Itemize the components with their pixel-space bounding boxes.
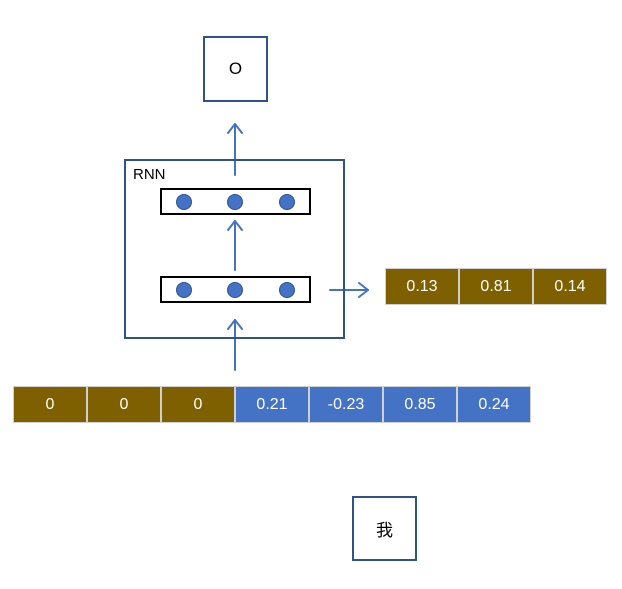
vector-cell: 0.13: [385, 268, 459, 305]
arrow-layer-bottom-to-top: [227, 220, 243, 271]
output-label: O: [228, 59, 243, 78]
neuron-node: [227, 281, 243, 298]
vector-cell: 0.81: [459, 268, 533, 305]
input-box: 我: [352, 496, 417, 561]
rnn-layer-bottom: [160, 276, 311, 303]
input-label: 我: [376, 521, 393, 541]
vector-cell: 0.85: [383, 386, 457, 423]
rnn-label: RNN: [133, 166, 166, 183]
arrow-input-to-rnn: [227, 319, 243, 371]
vector-cell: 0: [87, 386, 161, 423]
vector-cell: 0.14: [533, 268, 607, 305]
vector-cell: 0: [13, 386, 87, 423]
rnn-box: RNN: [124, 159, 345, 339]
vector-cell: 0: [161, 386, 235, 423]
neuron-node: [227, 193, 243, 210]
neuron-node: [279, 193, 295, 210]
arrow-rnn-to-hidden-vector: [329, 282, 369, 298]
rnn-layer-top: [160, 188, 311, 215]
vector-cell: -0.23: [309, 386, 383, 423]
neuron-node: [279, 281, 295, 298]
neuron-node: [176, 281, 192, 298]
arrow-rnn-to-output: [227, 123, 243, 176]
vector-cell: 0.24: [457, 386, 531, 423]
vector-cell: 0.21: [235, 386, 309, 423]
neuron-node: [176, 193, 192, 210]
output-box: O: [203, 36, 268, 102]
